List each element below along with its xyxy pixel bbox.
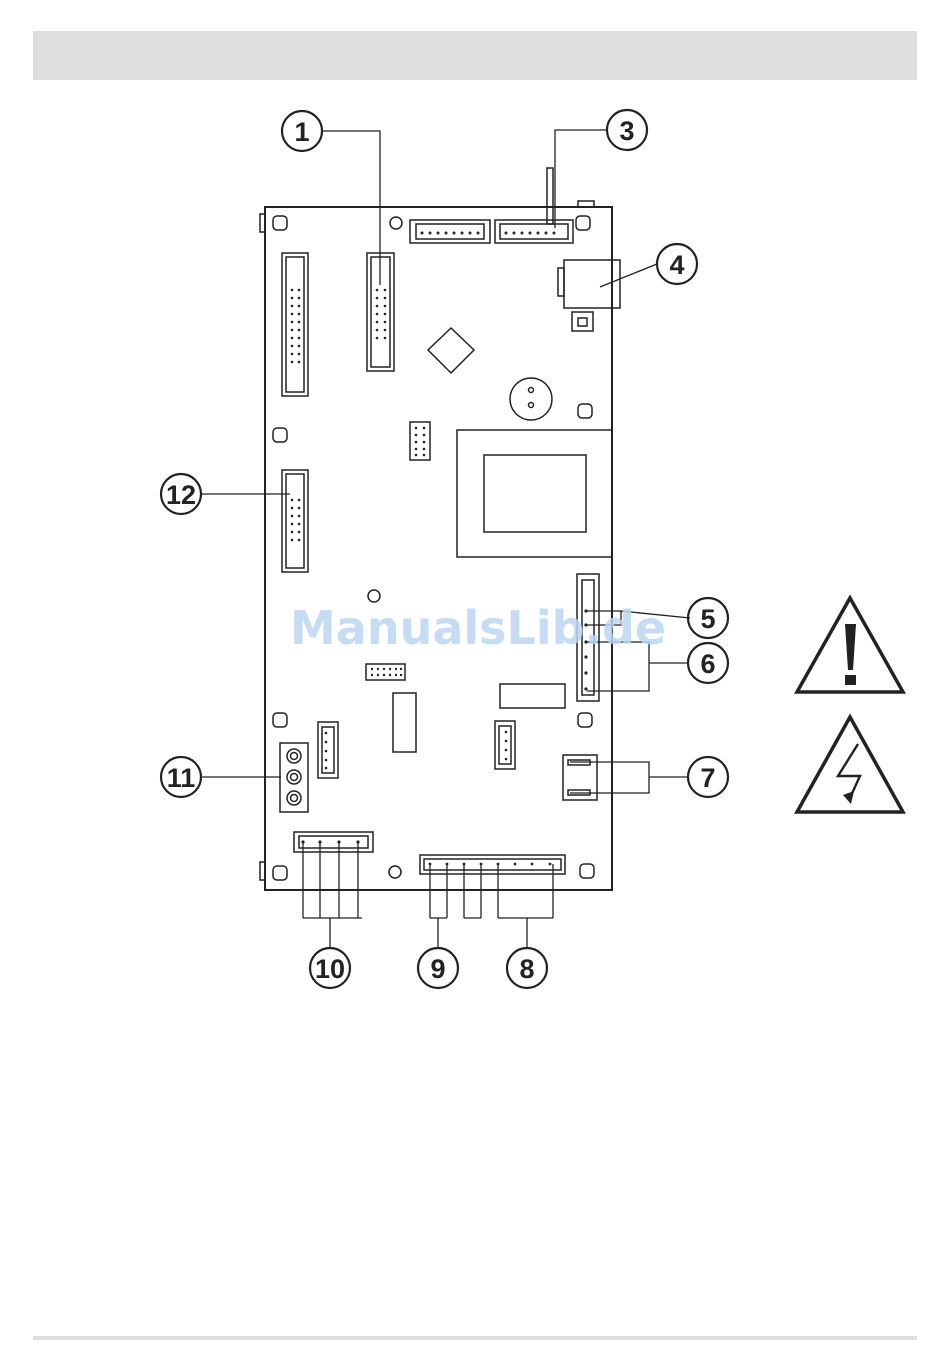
callout-12-label: 12 bbox=[166, 480, 196, 510]
mounting-holes bbox=[273, 216, 594, 880]
diamond-chip bbox=[428, 328, 474, 373]
callout-12: 12 bbox=[161, 474, 201, 514]
screw-terminal bbox=[280, 743, 308, 812]
callout-10-label: 10 bbox=[315, 954, 345, 984]
watermark-text: ManualsLib.de bbox=[290, 598, 662, 658]
rj-jack bbox=[558, 260, 620, 331]
callout-5: 5 bbox=[688, 598, 728, 638]
relay-block-vertical bbox=[393, 693, 416, 752]
small-header-upper bbox=[410, 422, 430, 460]
callout-7: 7 bbox=[688, 757, 728, 797]
buzzer bbox=[510, 378, 552, 420]
ribbon-header-lower bbox=[282, 470, 308, 572]
general-warning-icon bbox=[797, 598, 903, 692]
callout-3-label: 3 bbox=[619, 116, 634, 146]
callout-8: 8 bbox=[507, 948, 547, 988]
callout-8-label: 8 bbox=[519, 954, 534, 984]
callout-5-label: 5 bbox=[700, 604, 715, 634]
callout-1-label: 1 bbox=[294, 117, 309, 147]
callout-3: 3 bbox=[607, 110, 647, 150]
callout-11-label: 11 bbox=[167, 763, 196, 793]
callout-1: 1 bbox=[282, 111, 322, 151]
callout-7-label: 7 bbox=[700, 763, 715, 793]
bottom-connector-left bbox=[294, 832, 373, 852]
small-header-horizontal bbox=[366, 664, 405, 680]
small-connector-left bbox=[318, 722, 338, 778]
callout-9: 9 bbox=[418, 948, 458, 988]
callout-11: 11 bbox=[161, 757, 201, 797]
callout-6-label: 6 bbox=[700, 649, 715, 679]
transformer-block bbox=[457, 430, 612, 557]
relay-block-horizontal bbox=[500, 684, 565, 708]
callout-4: 4 bbox=[657, 244, 697, 284]
leader-lines bbox=[201, 130, 690, 948]
pcb-board bbox=[260, 201, 612, 890]
top-connector-left bbox=[410, 220, 490, 243]
small-connector-right bbox=[495, 721, 515, 769]
callout-9-label: 9 bbox=[430, 954, 445, 984]
electrical-hazard-icon bbox=[797, 717, 903, 812]
top-connector-right bbox=[495, 220, 573, 243]
round-holes bbox=[368, 217, 402, 878]
ribbon-header-left bbox=[282, 253, 308, 396]
callout-6: 6 bbox=[688, 643, 728, 683]
callout-4-label: 4 bbox=[669, 250, 684, 280]
callout-10: 10 bbox=[310, 948, 350, 988]
bottom-connector-long bbox=[420, 855, 565, 874]
antenna-wire bbox=[547, 168, 553, 224]
